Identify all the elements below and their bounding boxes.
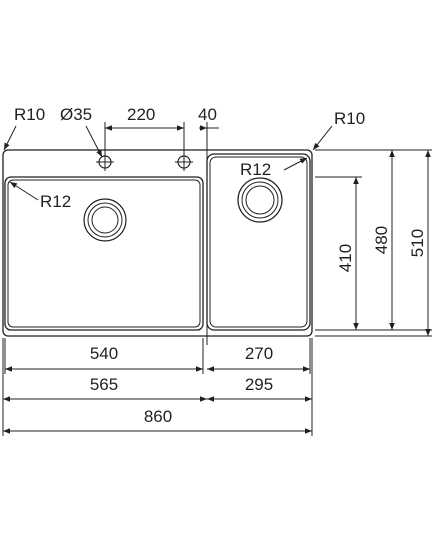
- left-bowl: [4, 176, 204, 331]
- label-40: 40: [198, 105, 217, 124]
- label-540: 540: [90, 344, 118, 363]
- label-r12-right: R12: [240, 160, 271, 179]
- r10-left-leader: [3, 125, 17, 151]
- label-r10-left: R10: [14, 105, 45, 124]
- tap-hole-right-icon: [175, 153, 193, 171]
- label-270: 270: [245, 344, 273, 363]
- tap-hole-left-icon: [96, 153, 114, 171]
- r12-left-leader: [9, 181, 39, 201]
- sink-outline: [2, 149, 313, 337]
- label-220: 220: [127, 105, 155, 124]
- right-drain-icon: [237, 177, 283, 223]
- r12-right-leader: [283, 157, 308, 171]
- label-d35: Ø35: [60, 105, 92, 124]
- label-410: 410: [336, 244, 355, 272]
- label-565: 565: [90, 375, 118, 394]
- right-bowl: [206, 153, 311, 331]
- label-r12-left: R12: [40, 192, 71, 211]
- label-860: 860: [144, 407, 172, 426]
- right-bowl-inner: [209, 156, 308, 328]
- label-510: 510: [408, 229, 427, 257]
- r10-right-leader: [312, 125, 333, 151]
- label-480: 480: [372, 226, 391, 254]
- label-295: 295: [245, 375, 273, 394]
- d35-leader: [85, 125, 103, 158]
- left-drain-icon: [83, 198, 127, 242]
- left-bowl-inner: [7, 179, 201, 328]
- label-r10-right: R10: [334, 109, 365, 128]
